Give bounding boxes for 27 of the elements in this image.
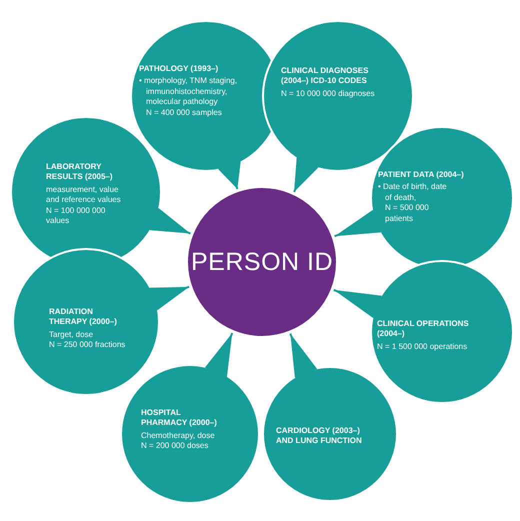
bubble-heading: CLINICAL DIAGNOSES (2004–) ICD-10 CODES bbox=[281, 66, 370, 87]
speech-bubble-tail bbox=[289, 333, 318, 378]
bubble-heading: RADIATION THERAPY (2000–) bbox=[49, 307, 118, 328]
bubble-text: N = 500 000 patients bbox=[384, 203, 430, 224]
bubble-heading: LABORATORY RESULTS (2005–) bbox=[46, 162, 114, 183]
bubble-text: Target, dose bbox=[49, 330, 94, 340]
bubble-heading: CARDIOLOGY (2003–) AND LUNG FUNCTION bbox=[276, 426, 363, 447]
center-label: PERSON ID bbox=[190, 248, 334, 276]
bubble-text: N = 400 000 samples bbox=[145, 108, 223, 118]
bubble-text: N = 200 000 doses bbox=[141, 441, 210, 452]
bubble-heading: PATHOLOGY (1993–) bbox=[139, 64, 220, 74]
bubble-text: N = 1 500 000 operations bbox=[377, 342, 468, 352]
bubble-text: measurement, value and reference values bbox=[46, 184, 122, 206]
speech-bubble-tail bbox=[218, 161, 241, 190]
bubble-heading: PATIENT DATA (2004–) bbox=[378, 170, 465, 180]
bubble-text: • Date of birth, date of death, bbox=[378, 182, 448, 204]
bubble-text: • morphology, TNM staging, immunohistochemistry, molecular pathology bbox=[139, 76, 238, 108]
bubble-text: N = 100 000 000 values bbox=[46, 206, 106, 226]
bubble-heading: CLINICAL OPERATIONS (2004–) bbox=[377, 319, 470, 340]
bubble-text: N = 10 000 000 diagnoses bbox=[281, 88, 376, 100]
bubble-text: Chemotherapy, dose bbox=[141, 430, 216, 442]
speech-bubble-tail bbox=[334, 210, 381, 238]
speech-bubble-tail bbox=[293, 157, 319, 192]
speech-bubble-tail bbox=[204, 332, 234, 377]
speech-bubble-tail bbox=[149, 208, 191, 234]
bubble-heading: HOSPITAL PHARMACY (2000–) bbox=[141, 408, 218, 429]
bubble-text: N = 250 000 fractions bbox=[49, 340, 126, 351]
